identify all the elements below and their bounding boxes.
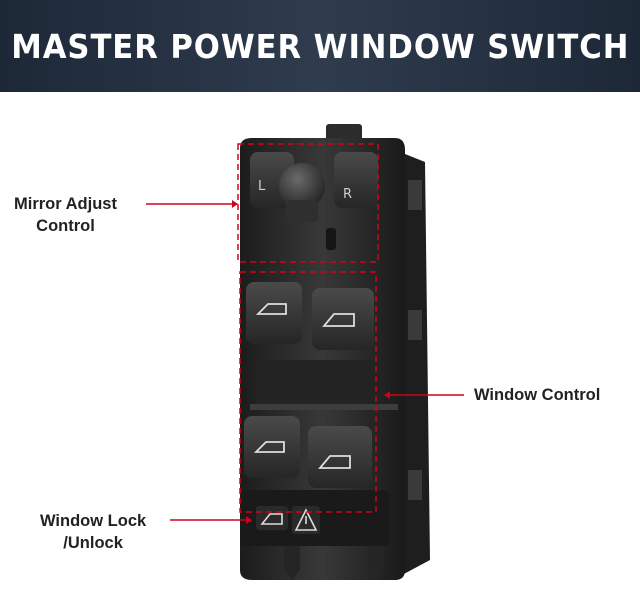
divider-bar <box>250 404 398 410</box>
window-up-icon <box>322 313 355 327</box>
mirror-knob-base <box>286 200 318 222</box>
child-lock-icon <box>294 508 318 531</box>
mirror-callout: Mirror Adjust Control <box>14 193 117 237</box>
mounting-leg <box>284 546 300 580</box>
window-up-icon <box>318 455 351 469</box>
mirror-callout-line2: Control <box>36 217 95 235</box>
mirror-left-label: L <box>258 179 266 194</box>
mirror-callout-line1: Mirror Adjust <box>14 195 117 213</box>
window-button-front-right <box>312 288 374 350</box>
middle-panel <box>256 360 380 404</box>
window-button-rear-left <box>244 416 300 478</box>
window-up-icon <box>253 441 285 453</box>
side-rail-tab <box>408 180 422 210</box>
mirror-right-button <box>334 152 378 208</box>
window-control-callout-line1: Window Control <box>474 386 601 404</box>
window-button-front-left <box>246 282 302 344</box>
window-button-rear-right <box>308 426 372 488</box>
window-zone-outline <box>239 271 377 513</box>
window-lock-callout: Window Lock /Unlock <box>40 510 146 554</box>
window-lock-callout-line1: Window Lock <box>40 512 147 530</box>
mirror-slot <box>326 228 336 250</box>
title-banner: MASTER POWER WINDOW SWITCH <box>0 0 640 92</box>
mounting-leg <box>368 546 384 580</box>
window-lock-callout-arrow <box>170 516 252 524</box>
window-control-callout: Window Control <box>474 384 600 406</box>
window-lock-button <box>256 506 288 530</box>
window-up-icon <box>255 303 287 315</box>
window-lock-icon <box>260 513 283 525</box>
side-rail-tab <box>408 310 422 340</box>
mirror-zone-outline <box>237 143 379 263</box>
mirror-adjust-knob <box>279 163 325 209</box>
page-title: MASTER POWER WINDOW SWITCH <box>10 26 630 66</box>
window-lock-callout-line2: /Unlock <box>63 534 123 552</box>
side-rail-tab <box>408 470 422 500</box>
mirror-callout-arrow <box>146 200 238 208</box>
window-control-callout-arrow <box>384 391 464 399</box>
mirror-right-label: R <box>343 187 352 202</box>
